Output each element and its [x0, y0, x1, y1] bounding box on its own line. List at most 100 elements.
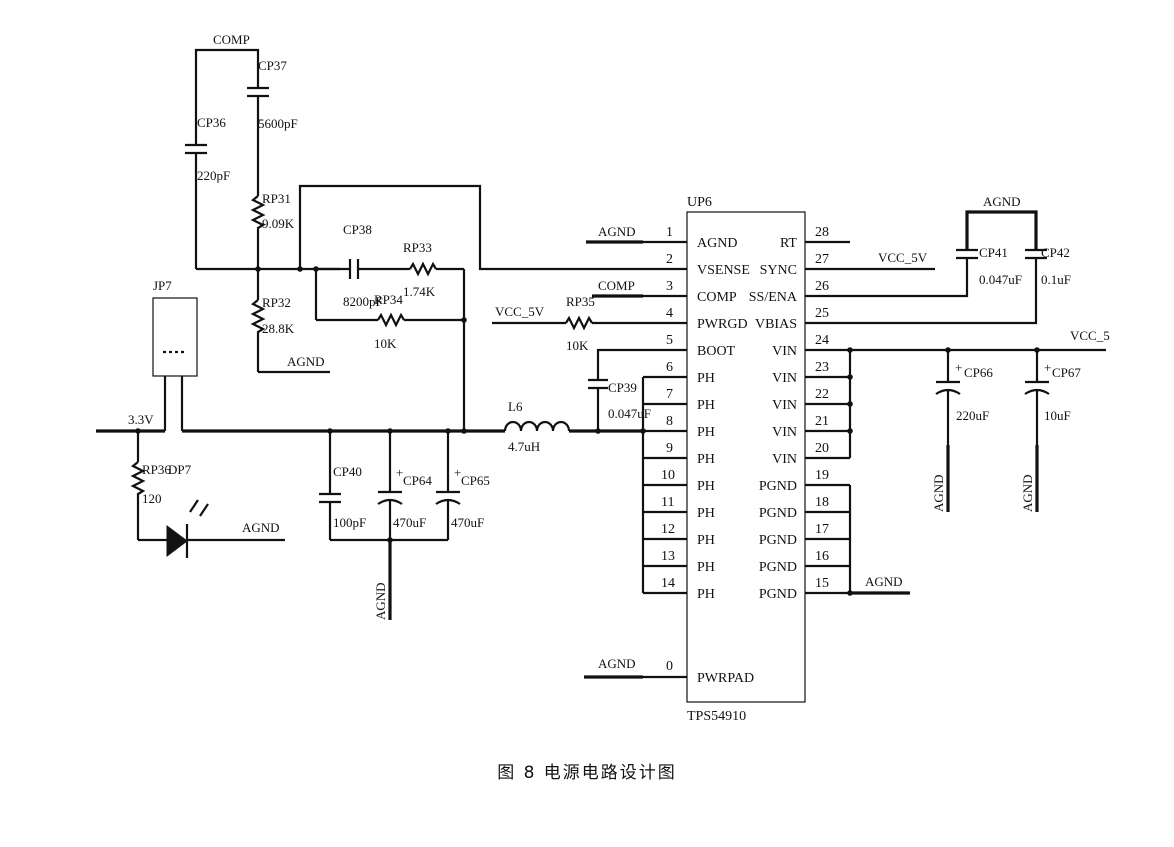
pin-num-21: 21 — [815, 414, 829, 429]
pin-num-17: 17 — [815, 522, 829, 537]
pin-name-6: PH — [697, 371, 715, 386]
pin-num-22: 22 — [815, 387, 829, 402]
net-label-3v3: 3.3V — [128, 412, 154, 427]
pin-num-25: 25 — [815, 306, 829, 321]
pin-num-11: 11 — [661, 495, 674, 510]
net-label-agnd-led: AGND — [242, 520, 280, 535]
pin-num-8: 8 — [666, 414, 673, 429]
net-label-agnd-cp67: AGND — [1020, 474, 1035, 512]
pin-num-12: 12 — [661, 522, 675, 537]
pin-name-24: VIN — [772, 344, 797, 359]
jp7-body — [152, 297, 198, 377]
net-label-vcc5: VCC_5 — [1070, 328, 1110, 343]
pin-name-26: SS/ENA — [749, 290, 798, 305]
pin-name-13: PH — [697, 560, 715, 575]
pin-num-10: 10 — [661, 468, 675, 483]
cp40-ref: CP40 — [333, 464, 362, 479]
cp66-ref: CP66 — [964, 365, 993, 380]
pin-name-2: VSENSE — [697, 263, 750, 278]
net-label-vcc5v-pin27: VCC_5V — [878, 250, 928, 265]
pin-name-7: PH — [697, 398, 715, 413]
pin-name-16: PGND — [759, 560, 797, 575]
rp32-value: 28.8K — [262, 321, 295, 336]
pin-name-19: PGND — [759, 479, 797, 494]
pin-num-13: 13 — [661, 549, 675, 564]
net-label-agnd-cap-bank: AGND — [373, 582, 388, 620]
pin-name-27: SYNC — [760, 263, 797, 278]
cp65-ref: CP65 — [461, 473, 490, 488]
pin-num-27: 27 — [815, 252, 829, 267]
net-label-comp-top: COMP — [213, 32, 250, 47]
pin-num-26: 26 — [815, 279, 829, 294]
net-label-agnd-pin1: AGND — [598, 224, 636, 239]
pin-name-14: PH — [697, 587, 715, 602]
cp37-value: 5600pF — [258, 116, 298, 131]
pin-name-9: PH — [697, 452, 715, 467]
cp39-ref: CP39 — [608, 380, 637, 395]
cp65-value: 470uF — [451, 515, 484, 530]
pin-num-7: 7 — [666, 387, 673, 402]
rp36-ref: RP36 — [142, 462, 171, 477]
pin-num-14: 14 — [661, 576, 675, 591]
cp42-ref: CP42 — [1041, 245, 1070, 260]
pin-name-22: VIN — [772, 398, 797, 413]
pin-name-25: VBIAS — [755, 317, 797, 332]
cp65-plus: + — [454, 465, 461, 480]
pin-num-4: 4 — [666, 306, 673, 321]
cp66-value: 220uF — [956, 408, 989, 423]
pin-name-21: VIN — [772, 425, 797, 440]
pin-num-15: 15 — [815, 576, 829, 591]
pin-name-5: BOOT — [697, 344, 736, 359]
rp36-value: 120 — [142, 491, 162, 506]
pin-num-2: 2 — [666, 252, 673, 267]
rp32-ref: RP32 — [262, 295, 291, 310]
pin-name-8: PH — [697, 425, 715, 440]
cp66-plus: + — [955, 360, 962, 375]
cp38-value: 8200pF — [343, 294, 383, 309]
cp67-plus: + — [1044, 360, 1051, 375]
cp64-plus: + — [396, 465, 403, 480]
net-label-agnd-pin0: AGND — [598, 656, 636, 671]
pin-name-20: VIN — [772, 452, 797, 467]
net-label-comp-pin3: COMP — [598, 278, 635, 293]
rp31-value: 9.09K — [262, 216, 295, 231]
cp38-ref: CP38 — [343, 222, 372, 237]
ic-part-label: TPS54910 — [687, 709, 746, 724]
pin-name-3: COMP — [697, 290, 737, 305]
pin-num-5: 5 — [666, 333, 673, 348]
net-label-agnd-top-right: AGND — [983, 194, 1021, 209]
pin-num-23: 23 — [815, 360, 829, 375]
l6-ref: L6 — [508, 399, 523, 414]
cp41-value: 0.047uF — [979, 272, 1022, 287]
pin-num-20: 20 — [815, 441, 829, 456]
pin-num-1: 1 — [666, 225, 673, 240]
cp37-ref: CP37 — [258, 58, 287, 73]
cp36-value: 220pF — [197, 168, 230, 183]
pin-num-3: 3 — [666, 279, 673, 294]
rp33-value: 1.74K — [403, 284, 436, 299]
rp34-value: 10K — [374, 336, 397, 351]
cp36-ref: CP36 — [197, 115, 226, 130]
pin-num-0: 0 — [666, 659, 673, 674]
figure-caption: 图 8 电源电路设计图 — [497, 763, 677, 783]
pin-name-17: PGND — [759, 533, 797, 548]
pin-name-18: PGND — [759, 506, 797, 521]
cp67-value: 10uF — [1044, 408, 1071, 423]
pin-name-1: AGND — [697, 236, 737, 251]
pin-name-28: RT — [780, 236, 797, 251]
cp39-value: 0.047uF — [608, 406, 651, 421]
rp35-ref: RP35 — [566, 294, 595, 309]
net-label-agnd-rp32: AGND — [287, 354, 325, 369]
l6-value: 4.7uH — [508, 439, 540, 454]
net-label-agnd-cp66: AGND — [931, 474, 946, 512]
cp64-value: 470uF — [393, 515, 426, 530]
led-dp7 — [166, 525, 188, 557]
ic-right-pins: 28 27 26 25 24 23 22 21 20 19 18 17 16 1… — [749, 225, 850, 602]
ic-ref-label: UP6 — [687, 195, 712, 210]
cp41-ref: CP41 — [979, 245, 1008, 260]
jp7-ref: JP7 — [153, 278, 172, 293]
cp40-value: 100pF — [333, 515, 366, 530]
ic-left-pins: 1 2 3 4 5 6 7 8 9 10 11 12 13 14 0 AGND … — [643, 225, 754, 686]
pin-name-12: PH — [697, 533, 715, 548]
